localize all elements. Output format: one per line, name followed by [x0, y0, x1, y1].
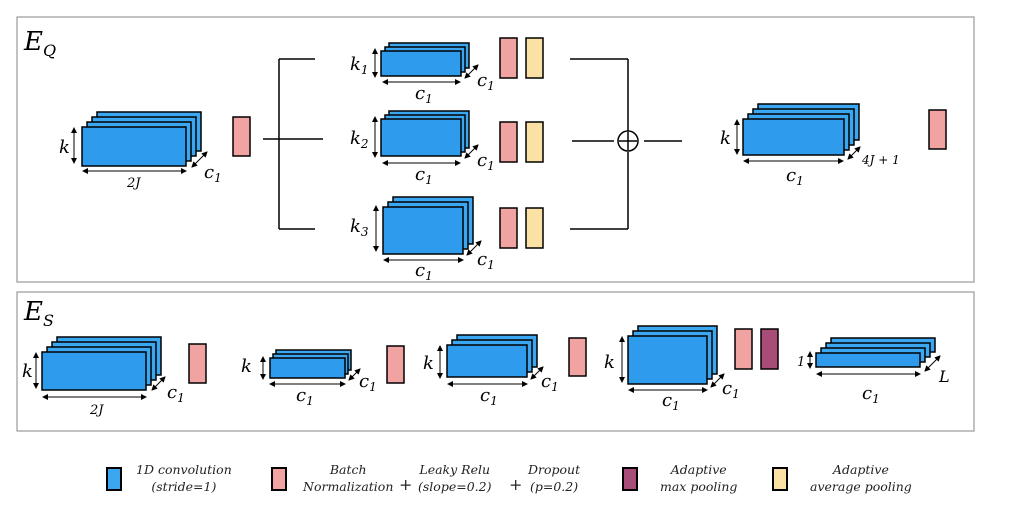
es-block5-depth-arrow: [924, 355, 941, 372]
es-block2-conv-stack: [269, 349, 352, 379]
es-panel-label: ES: [23, 297, 54, 330]
es-block4-k-label: k: [604, 352, 615, 373]
legend-maxpool-text: Adaptive max pooling: [660, 461, 737, 495]
eq-input-conv-stack: [81, 111, 202, 167]
eq-output-batchnorm: [928, 109, 947, 150]
eq-input-width-label: 2J: [126, 176, 141, 191]
es-block5-conv-stack: [815, 337, 936, 368]
legend-batchnorm-line2: Normalization: [303, 479, 394, 494]
eq-branch3-k-label: k3: [350, 216, 369, 239]
eq-branch3-depth-arrow: [466, 240, 482, 256]
eq-panel-label: EQ: [23, 27, 56, 60]
es-block2-k-label: k: [241, 356, 252, 377]
eq-branch1-depth-label: c1: [477, 70, 495, 93]
eq-branch3-batchnorm: [499, 207, 518, 249]
es-block4-batchnorm: [734, 328, 753, 370]
legend-plus-2: +: [509, 475, 523, 494]
eq-split-connector: [263, 58, 323, 230]
legend-maxpool: Adaptive max pooling: [622, 461, 737, 495]
es-block1-depth-arrow: [151, 376, 166, 391]
eq-branch2-depth-label: c1: [477, 150, 495, 173]
eq-branch3-depth-label: c1: [477, 249, 495, 272]
legend-leaky: Leaky Relu (slope=0.2): [418, 461, 491, 495]
legend-conv-swatch: [106, 467, 122, 491]
architecture-diagram: EQ ES k 2J c1 k1 c1 c1 k2 c1 c: [16, 16, 975, 432]
legend-dropout: Dropout (p=0.2): [528, 461, 580, 495]
eq-branch2-k-label: k2: [350, 128, 369, 151]
es-block5-height-label: 1: [797, 355, 805, 370]
es-block4-conv-stack: [627, 325, 718, 385]
es-block5-depth-label: L: [938, 367, 950, 386]
legend: 1D convolution (stride=1) Batch Normaliz…: [0, 455, 1018, 517]
eq-batchnorm-block: [232, 116, 251, 157]
legend-avgpool-line1: Adaptive: [832, 462, 889, 477]
es-block2-depth-arrow: [348, 368, 361, 381]
es-block1-k-label: k: [22, 361, 33, 382]
eq-input-c1-label: c1: [204, 162, 222, 185]
es-block1-c-label: c1: [167, 382, 185, 405]
legend-dropout-text: Dropout (p=0.2): [528, 461, 580, 495]
legend-avgpool-line2: average pooling: [810, 479, 912, 494]
legend-batchnorm-line1: Batch: [329, 462, 367, 477]
eq-branch2-avgpool: [525, 121, 544, 163]
es-block3-k-label: k: [423, 353, 434, 374]
eq-output-depth-arrow: [847, 146, 861, 160]
eq-branch1-k-label: k1: [350, 54, 369, 77]
eq-branch2-c-label: c1: [415, 164, 433, 187]
eq-branch1-batchnorm: [499, 37, 518, 79]
legend-avgpool: Adaptive average pooling: [772, 461, 912, 495]
es-block1-conv-stack: [41, 336, 162, 391]
es-block1-width-label: 2J: [89, 403, 104, 418]
eq-branch2-batchnorm: [499, 121, 518, 163]
es-block3-conv-stack: [446, 334, 538, 378]
legend-avgpool-swatch: [772, 467, 788, 491]
eq-output-k-label: k: [720, 128, 731, 149]
eq-branch3-avgpool: [525, 207, 544, 249]
legend-conv-line2: (stride=1): [151, 479, 217, 494]
eq-input-depth-arrow: [191, 151, 208, 168]
es-block3-batchnorm: [568, 337, 587, 377]
legend-batchnorm: Batch Normalization: [271, 461, 393, 495]
eq-branch1-c-label: c1: [415, 83, 433, 106]
eq-branch3-c-label: c1: [415, 260, 433, 283]
legend-leaky-line1: Leaky Relu: [419, 462, 491, 477]
legend-dropout-line1: Dropout: [528, 462, 581, 477]
legend-dropout-line2: (p=0.2): [530, 479, 579, 494]
es-block4-c-label: c1: [662, 390, 680, 413]
legend-avgpool-text: Adaptive average pooling: [810, 461, 912, 495]
es-block2-c-label: c1: [296, 385, 314, 408]
es-block4-depth-arrow: [710, 373, 725, 388]
legend-conv-text: 1D convolution (stride=1): [136, 461, 232, 495]
eq-output-depth-label: 4J + 1: [861, 153, 900, 167]
eq-branch3-conv-stack: [382, 196, 474, 255]
legend-maxpool-swatch: [622, 467, 638, 491]
legend-batchnorm-text: Batch Normalization: [303, 461, 393, 495]
es-block3-c-label: c1: [480, 385, 498, 408]
eq-branch1-depth-arrow: [464, 64, 479, 79]
es-block2-batchnorm: [386, 345, 405, 384]
legend-conv: 1D convolution (stride=1): [106, 461, 232, 495]
legend-batchnorm-swatch: [271, 467, 287, 491]
es-block4-depth-label: c1: [722, 378, 740, 401]
eq-output-c-label: c1: [786, 165, 804, 188]
es-block1-batchnorm: [188, 343, 207, 384]
es-block4-maxpool: [760, 328, 779, 370]
eq-branch1-conv-stack: [380, 42, 470, 77]
es-block5-c-label: c1: [862, 383, 880, 406]
eq-branch2-conv-stack: [380, 110, 470, 157]
eq-branch1-avgpool: [525, 37, 544, 79]
legend-conv-line1: 1D convolution: [136, 462, 232, 477]
legend-leaky-line2: (slope=0.2): [418, 479, 492, 494]
es-block3-depth-arrow: [530, 366, 544, 380]
eq-merge-connector: [570, 58, 682, 230]
legend-maxpool-line1: Adaptive: [670, 462, 727, 477]
eq-output-conv-stack: [742, 103, 860, 156]
legend-leaky-text: Leaky Relu (slope=0.2): [418, 461, 491, 495]
es-block3-depth-label: c1: [541, 371, 559, 394]
es-block2-depth-label: c1: [359, 371, 377, 394]
legend-plus-1: +: [399, 475, 413, 494]
legend-maxpool-line2: max pooling: [660, 479, 738, 494]
eq-input-k-label: k: [59, 137, 70, 158]
eq-branch2-depth-arrow: [464, 144, 479, 159]
